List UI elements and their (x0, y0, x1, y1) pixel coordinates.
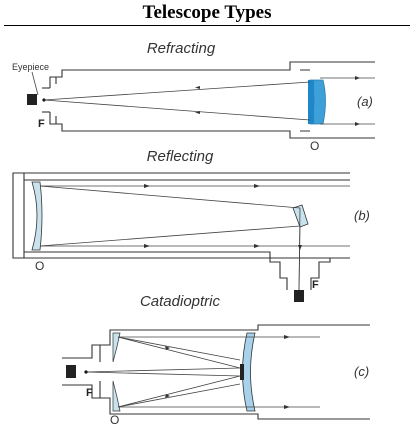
cat-to-focus-top (85, 367, 241, 373)
reflector-focuser (269, 257, 350, 290)
eyepiece-pointer (31, 71, 39, 96)
page-title: Telescope Types (142, 2, 272, 23)
cat-arrow-4 (165, 394, 170, 398)
converging-ray-top (43, 81, 311, 101)
refl-arrow-2 (144, 244, 150, 248)
cat-arrow-2 (284, 405, 290, 409)
refracting-tag: (a) (357, 94, 373, 109)
page-header: Telescope Types (0, 0, 414, 27)
cat-arrow-1 (284, 335, 290, 339)
meniscus-corrector (242, 332, 256, 412)
refl-arrow-3 (254, 184, 260, 188)
cat-to-secondary-top (117, 336, 241, 369)
refractor-objective-label: O (310, 139, 319, 153)
refracting-heading: Refracting (147, 40, 216, 57)
reflector-focus-label: F (312, 279, 319, 291)
reflecting-panel: Reflecting F O (b) (12, 148, 370, 302)
catadioptric-eyepiece-icon (66, 365, 76, 378)
refractor-focus-label: F (38, 118, 45, 130)
secondary-mirror (292, 204, 309, 228)
reflecting-heading: Reflecting (147, 148, 214, 165)
primary-mirror-top (112, 332, 121, 363)
cat-to-secondary-bottom (117, 375, 241, 408)
refracting-panel: Refracting Eyepiece F O (a) (12, 40, 375, 153)
refl-arrow-5 (298, 245, 302, 250)
primary-mirror-bottom (112, 380, 121, 412)
secondary-mirror-spot (240, 364, 244, 380)
reflector-tube (12, 172, 350, 259)
reflector-return-bottom (39, 225, 301, 247)
refl-arrow-4 (254, 244, 260, 248)
ray-arrow-1 (195, 86, 200, 89)
ray-arrow-2 (195, 111, 200, 114)
cat-to-focus-bottom (85, 371, 241, 377)
catadioptric-tag: (c) (354, 364, 369, 379)
title-underline (4, 25, 410, 26)
ray-arrow-4 (355, 122, 360, 126)
objective-lens-edge (308, 80, 314, 124)
catadioptric-panel: Catadioptric F O (c) (62, 293, 370, 426)
ray-arrow-3 (355, 76, 360, 80)
refractor-tube (49, 61, 375, 139)
cat-fold-top (117, 336, 241, 361)
reflecting-tag: (b) (354, 208, 370, 223)
primary-mirror (31, 181, 43, 251)
catadioptric-focus-label: F (86, 387, 93, 399)
cat-fold-bottom (117, 383, 241, 408)
catadioptric-objective-label: O (110, 413, 119, 426)
reflector-to-focus-2 (298, 225, 301, 293)
catadioptric-heading: Catadioptric (140, 293, 221, 310)
eyepiece-label: Eyepiece (12, 62, 49, 72)
catadioptric-focal-point (84, 370, 88, 374)
catadioptric-tube (62, 324, 370, 420)
reflector-return-top (39, 185, 301, 209)
refractor-eyepiece-icon (27, 94, 37, 105)
converging-ray-bottom (43, 99, 311, 121)
reflector-objective-label: O (35, 259, 44, 273)
cat-arrow-3 (165, 346, 170, 350)
reflector-eyepiece-icon (294, 290, 304, 302)
refl-arrow-1 (144, 184, 150, 188)
